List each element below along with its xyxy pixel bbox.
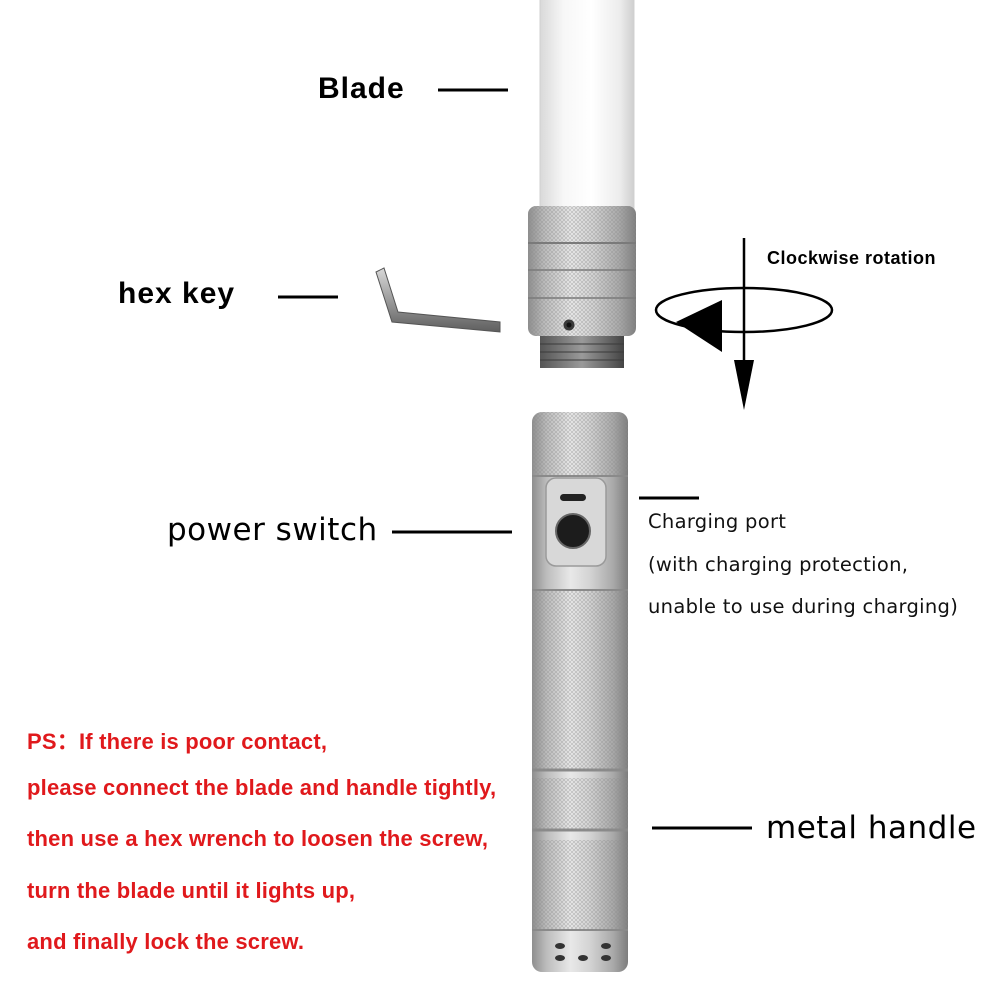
clockwise-rotation-icon [654, 238, 834, 410]
hex-key-label: hex key [118, 277, 236, 310]
power-switch-button-icon [555, 513, 591, 549]
blade-connector [528, 206, 636, 368]
note-line: and finally lock the screw. [27, 929, 305, 954]
blade-label: Blade [318, 72, 405, 105]
charging-port-icon [560, 494, 586, 501]
note-line: please connect the blade and handle tigh… [27, 775, 497, 800]
note-line: turn the blade until it lights up, [27, 878, 356, 903]
note-line: then use a hex wrench to loosen the scre… [27, 826, 489, 851]
metal-handle [532, 412, 628, 972]
power-switch-label: power switch [167, 512, 378, 548]
metal-handle-label: metal handle [766, 810, 977, 846]
charging-port-detail-line: (with charging protection, [648, 553, 909, 576]
blade [539, 0, 635, 215]
note-line: PS：If there is poor contact, [27, 729, 328, 754]
clockwise-rotation-label: Clockwise rotation [767, 248, 937, 268]
charging-port-label: Charging port [648, 510, 787, 533]
charging-port-detail-line: unable to use during charging) [648, 595, 959, 618]
hex-key-icon [375, 267, 501, 333]
